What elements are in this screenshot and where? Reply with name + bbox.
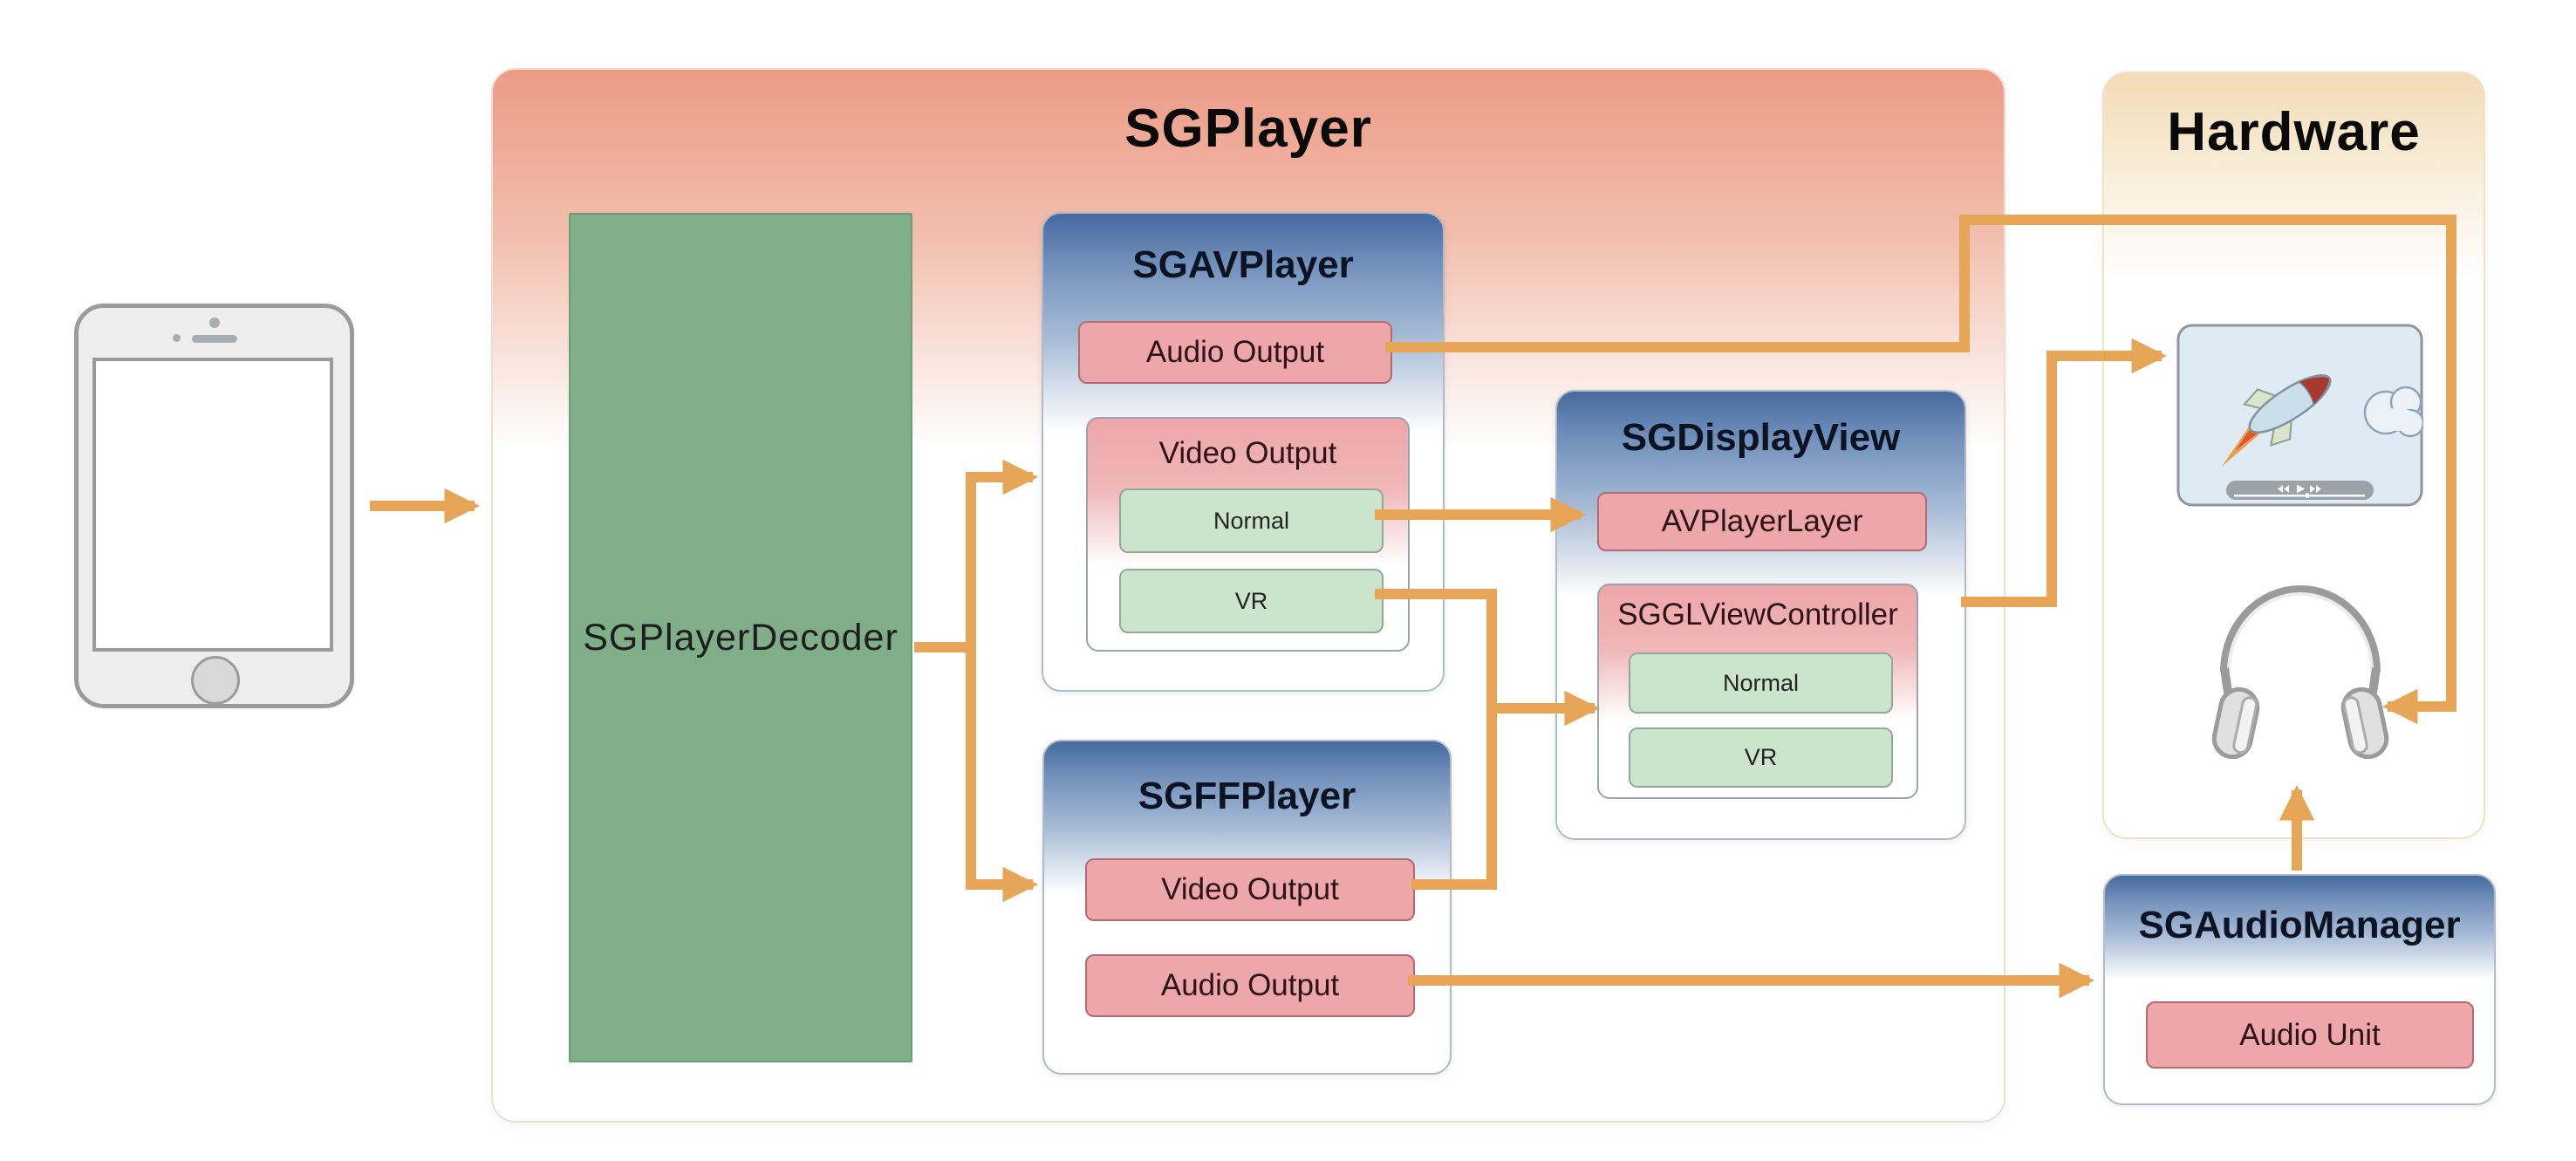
sgffplayer-module: SGFFPlayer Video Output Audio Output (1042, 740, 1452, 1075)
player-controls-bar (2226, 481, 2374, 500)
phone-icon (74, 304, 354, 708)
sgavplayer-video-output-group: Video Output Normal VR (1086, 417, 1410, 652)
sgdisplayview-module: SGDisplayView AVPlayerLayer SGGLViewCont… (1555, 390, 1966, 840)
sgglviewcontroller-vr-label: VR (1744, 744, 1778, 770)
sgplayer-title: SGPlayer (1124, 99, 1372, 159)
sgavplayer-audio-output: Audio Output (1078, 321, 1392, 384)
sgplayerdecoder-block: SGPlayerDecoder (569, 213, 912, 1062)
cloud-icon (2363, 386, 2423, 438)
sgavplayer-video-normal-label: Normal (1213, 507, 1289, 534)
audio-unit-label: Audio Unit (2239, 1017, 2381, 1052)
hardware-container: Hardware (2102, 72, 2485, 839)
sgavplayer-video-vr: VR (1119, 569, 1384, 633)
phone-screen (92, 358, 333, 652)
progress-bar (2234, 495, 2365, 497)
progress-handle (2306, 493, 2309, 498)
sgglviewcontroller-group: SGGLViewController Normal VR (1597, 584, 1918, 799)
sgglviewcontroller-vr: VR (1629, 727, 1893, 788)
phone-sensor-icon (173, 334, 181, 342)
sgffplayer-video-output: Video Output (1085, 858, 1415, 921)
sgglviewcontroller-normal-label: Normal (1722, 669, 1799, 696)
phone-home-button (191, 656, 240, 705)
video-display-icon (2176, 324, 2423, 507)
headphones-icon (2211, 585, 2389, 760)
sgavplayer-video-output-label: Video Output (1158, 436, 1337, 470)
sgffplayer-video-output-label: Video Output (1161, 872, 1339, 906)
sgplayer-container: SGPlayer SGPlayerDecoder SGAVPlayer Audi… (491, 68, 2005, 1123)
sgavplayer-title: SGAVPlayer (1132, 243, 1354, 286)
audio-unit-block: Audio Unit (2146, 1001, 2474, 1069)
phone-speaker-icon (192, 335, 237, 343)
sgdisplayview-title: SGDisplayView (1621, 416, 1901, 459)
sgffplayer-audio-output-label: Audio Output (1160, 968, 1340, 1002)
sgavplayer-module: SGAVPlayer Audio Output Video Output Nor… (1042, 212, 1445, 692)
hardware-title: Hardware (2167, 102, 2421, 162)
sgavplayer-audio-output-label: Audio Output (1145, 335, 1325, 369)
sgavplayer-video-vr-label: VR (1234, 587, 1268, 614)
sgaudiomanager-module: SGAudioManager Audio Unit (2103, 874, 2496, 1105)
sgaudiomanager-title: SGAudioManager (2138, 904, 2461, 946)
sgglviewcontroller-normal: Normal (1629, 652, 1893, 714)
avplayerlayer-label: AVPlayerLayer (1661, 504, 1863, 538)
avplayerlayer-block: AVPlayerLayer (1597, 492, 1927, 551)
sgffplayer-audio-output: Audio Output (1085, 954, 1415, 1017)
sgglviewcontroller-label: SGGLViewController (1617, 598, 1898, 632)
sgffplayer-title: SGFFPlayer (1138, 775, 1356, 817)
sgplayerdecoder-label: SGPlayerDecoder (583, 616, 899, 659)
phone-camera-icon (209, 318, 220, 328)
sgavplayer-video-normal: Normal (1119, 488, 1384, 553)
